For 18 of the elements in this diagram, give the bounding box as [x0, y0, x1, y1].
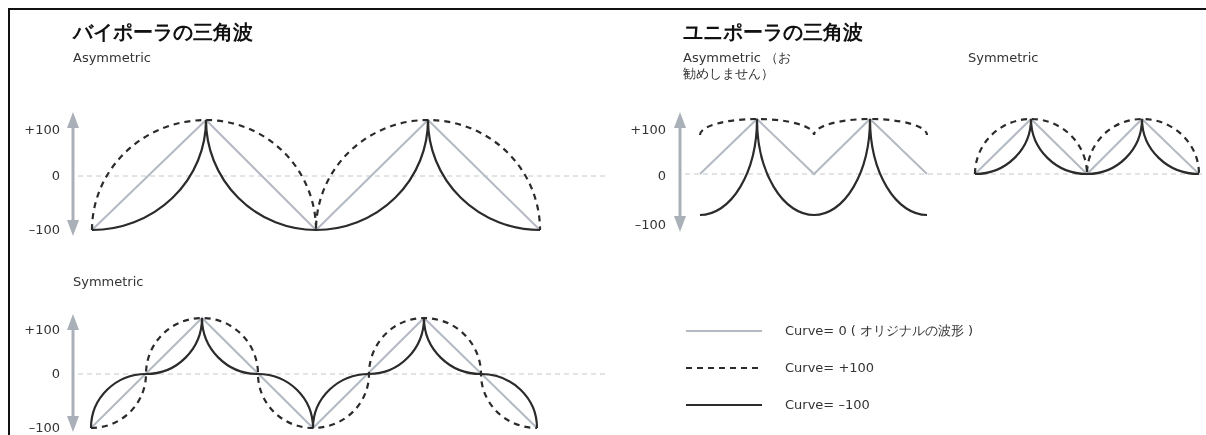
axis-value: –100	[27, 222, 60, 238]
subheading: Asymmetric	[73, 50, 151, 66]
axis-value: 0	[50, 168, 60, 184]
legend-text: Curve= 0 ( オリジナルの波形 )	[785, 323, 974, 339]
heading: ユニポーラの三角波	[683, 20, 863, 44]
axis-value: 0	[656, 168, 666, 184]
subheading: Symmetric	[968, 50, 1039, 66]
subheading: Asymmetric （お勧めしません）	[683, 50, 793, 82]
legend-text: Curve= +100	[785, 360, 875, 376]
axis-value: +100	[629, 122, 666, 138]
axis-value: –100	[27, 420, 60, 435]
axis-value: +100	[23, 122, 60, 138]
axis-value: –100	[633, 217, 666, 233]
subheading: Symmetric	[73, 274, 144, 290]
legend-text: Curve= –100	[785, 397, 870, 413]
axis-value: +100	[23, 322, 60, 338]
heading: バイポーラの三角波	[73, 20, 253, 44]
axis-value: 0	[50, 366, 60, 382]
